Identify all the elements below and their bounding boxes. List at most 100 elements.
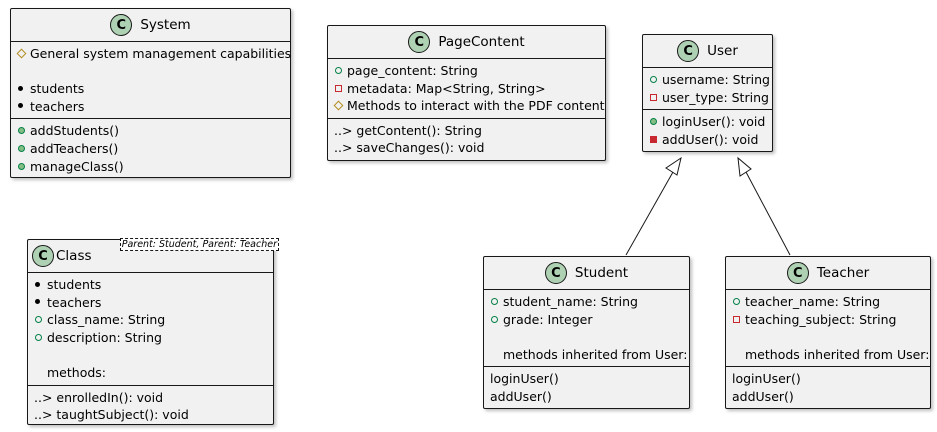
method-row: loginUser() — [726, 370, 930, 388]
method-row: addUser() — [726, 388, 930, 406]
method-row: ..> saveChanges(): void — [328, 139, 605, 157]
field-row: description: String — [28, 329, 273, 347]
field-text: teacher_name: String — [745, 294, 881, 309]
field-text: methods: — [47, 364, 106, 380]
field-row: teachers — [28, 294, 273, 312]
class-name: System — [140, 17, 191, 33]
class-header: C PageContent — [328, 26, 605, 58]
public-filled-visibility-icon — [649, 113, 662, 131]
public-visibility-icon — [334, 62, 347, 80]
method-row: manageClass() — [11, 158, 290, 176]
method-text: addStudents() — [30, 123, 120, 139]
private-visibility-icon — [334, 80, 347, 98]
field-text: teachers — [47, 294, 102, 310]
dot-visibility-icon — [17, 98, 30, 116]
class-c-icon: C — [32, 245, 54, 267]
field-text: user_type: String — [662, 89, 769, 105]
method-text: ..> taughtSubject(): void — [34, 407, 189, 423]
methods-section: addStudents()addTeachers() manageClass() — [11, 118, 290, 178]
field-row: teacher_name: String — [726, 293, 930, 311]
method-text: loginUser(): void — [662, 114, 766, 130]
method-text: addTeachers() — [30, 140, 119, 156]
methods-section: ..> enrolledIn(): void..> taughtSubject(… — [28, 384, 273, 427]
method-row: ..> taughtSubject(): void — [28, 406, 273, 424]
field-row: username: String — [643, 71, 772, 89]
field-row: students — [28, 276, 273, 294]
methods-section: ..> getContent(): String..> saveChanges(… — [328, 117, 605, 160]
class-stereotype: Parent: Student, Parent: Teacher — [119, 238, 279, 251]
field-row — [11, 63, 290, 81]
private-visibility-icon — [649, 89, 662, 107]
field-row: students — [11, 80, 290, 98]
class-c-icon: C — [110, 14, 133, 36]
field-row: page_content: String — [328, 62, 605, 80]
fields-section: page_content: String metadata: Map<String… — [328, 58, 605, 118]
method-text: loginUser() — [732, 371, 801, 387]
class-box-pagecontent[interactable]: C PageContent page_content: String metadata… — [327, 25, 606, 161]
field-text: methods inherited from User: — [503, 346, 688, 362]
public-visibility-icon — [732, 293, 745, 311]
field-text: General system management capabilities — [30, 46, 292, 61]
dot-visibility-icon — [34, 294, 47, 312]
public-visibility-icon — [34, 311, 47, 329]
field-text: teachers — [30, 98, 85, 114]
fields-section: student_name: String grade: Integer method… — [484, 289, 689, 366]
class-name: PageContent — [438, 34, 525, 50]
field-text: methods inherited from User: — [745, 346, 930, 362]
field-row: methods: — [28, 364, 273, 382]
field-text: username: String — [662, 72, 770, 87]
field-row — [28, 346, 273, 364]
protected-visibility-icon — [16, 45, 30, 63]
field-row: General system management capabilities — [11, 45, 292, 63]
class-header: C User — [643, 35, 772, 67]
class-c-icon: C — [544, 262, 567, 284]
field-row: grade: Integer — [484, 311, 689, 329]
method-row: addUser() — [484, 388, 689, 406]
public-visibility-icon — [649, 71, 662, 89]
methods-section: loginUser()addUser() — [484, 366, 689, 408]
class-c-icon: C — [408, 31, 431, 53]
method-row: addTeachers() — [11, 140, 290, 158]
method-row: loginUser(): void — [643, 113, 772, 131]
field-row: teaching_subject: String — [726, 311, 930, 329]
fields-section: General system management capabilities st… — [11, 41, 292, 118]
class-name: Teacher — [816, 265, 870, 281]
class-box-user[interactable]: C User username: String user_type: String lo… — [642, 34, 773, 152]
methods-section: loginUser()addUser() — [726, 366, 930, 408]
fields-section: teacher_name: String teaching_subject: St… — [726, 289, 930, 366]
field-row — [484, 328, 689, 346]
private-visibility-icon — [732, 311, 745, 329]
field-text: metadata: Map<String, String> — [347, 80, 546, 96]
field-text: description: String — [47, 329, 162, 345]
field-text: teaching_subject: String — [745, 311, 897, 327]
public-filled-visibility-icon — [17, 140, 30, 158]
field-text: page_content: String — [347, 63, 478, 78]
field-text: student_name: String — [503, 294, 638, 309]
class-header: C System — [11, 9, 290, 41]
field-row: teachers — [11, 98, 290, 116]
private-filled-visibility-icon — [649, 131, 662, 149]
field-text: Methods to interact with the PDF content — [347, 98, 605, 114]
method-text: ..> saveChanges(): void — [334, 140, 485, 156]
class-name: User — [707, 43, 738, 59]
field-row: class_name: String — [28, 311, 273, 329]
field-text: students — [30, 81, 85, 97]
method-text: addUser(): void — [662, 131, 759, 147]
field-row: Methods to interact with the PDF content — [328, 97, 605, 115]
fields-section: username: String user_type: String — [643, 67, 772, 109]
field-row: methods inherited from User: — [484, 346, 689, 364]
method-text: addUser() — [490, 388, 552, 404]
method-row: ..> enrolledIn(): void — [28, 389, 273, 407]
method-text: loginUser() — [490, 371, 559, 387]
method-text: manageClass() — [30, 158, 124, 174]
class-c-icon: C — [677, 40, 700, 62]
dot-visibility-icon — [17, 80, 30, 98]
